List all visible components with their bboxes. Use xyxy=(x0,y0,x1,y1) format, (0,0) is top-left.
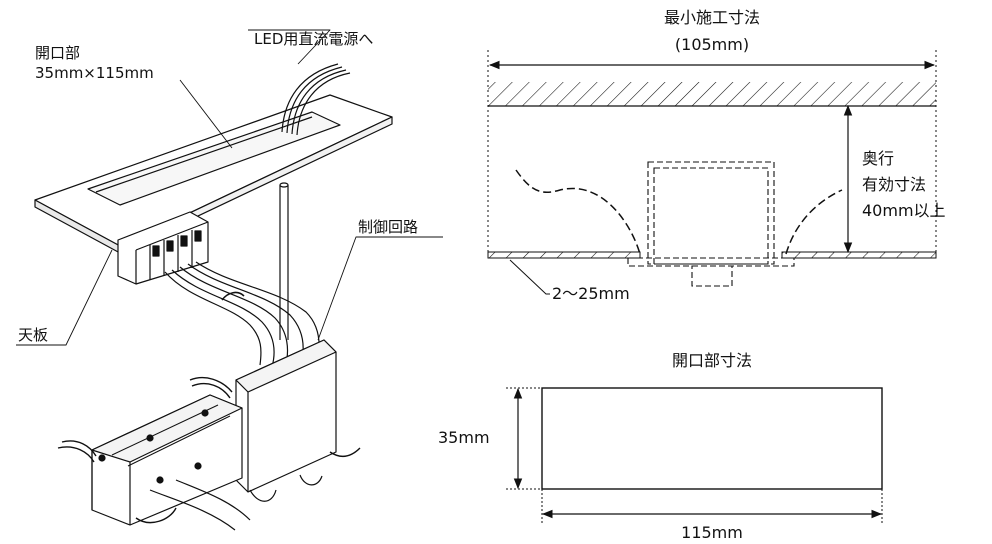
ceiling-hatch xyxy=(488,82,936,106)
opening-label: 開口部 xyxy=(35,44,80,62)
dashed-wires xyxy=(515,169,843,255)
opening-dim-title: 開口部寸法 xyxy=(672,351,752,370)
mounting-base xyxy=(57,376,361,531)
min-install-title: 最小施工寸法 xyxy=(664,8,760,27)
min-install-section: 最小施工寸法 (105mm) 奥行 有効寸法 40mm以上 2～2 xyxy=(487,8,946,303)
depth-label-3: 40mm以上 xyxy=(862,201,946,220)
dashed-unit xyxy=(627,161,795,287)
sensor-rod xyxy=(279,182,289,340)
top-plate xyxy=(34,94,393,254)
opening-rectangle xyxy=(541,387,883,490)
min-install-width: (105mm) xyxy=(675,35,749,54)
depth-label-1: 奥行 xyxy=(862,149,894,168)
opening-size-label: 35mm×115mm xyxy=(35,64,154,82)
terminal-block xyxy=(117,211,209,285)
led-power-label: LED用直流電源へ xyxy=(254,30,373,48)
thickness-leader xyxy=(509,259,550,295)
leader-control xyxy=(317,236,443,341)
depth-label-2: 有効寸法 xyxy=(862,175,926,194)
device-illustration xyxy=(16,29,443,531)
top-plate-label: 天板 xyxy=(18,326,48,344)
opening-cutout xyxy=(87,111,341,206)
dc-wires xyxy=(281,63,351,136)
leader-led xyxy=(248,29,331,65)
thickness-label: 2～25mm xyxy=(552,284,630,303)
leader-opening xyxy=(179,79,233,149)
opening-height-label: 35mm xyxy=(438,428,490,447)
opening-dimension-section: 開口部寸法 35mm 115mm xyxy=(438,351,883,542)
control-circuit-box xyxy=(235,339,337,502)
opening-width-label: 115mm xyxy=(681,523,743,542)
leader-top-plate xyxy=(16,249,113,346)
control-circuit-label: 制御回路 xyxy=(358,218,418,236)
plate-hatch-right xyxy=(781,251,937,259)
plate-hatch-left xyxy=(487,251,641,259)
